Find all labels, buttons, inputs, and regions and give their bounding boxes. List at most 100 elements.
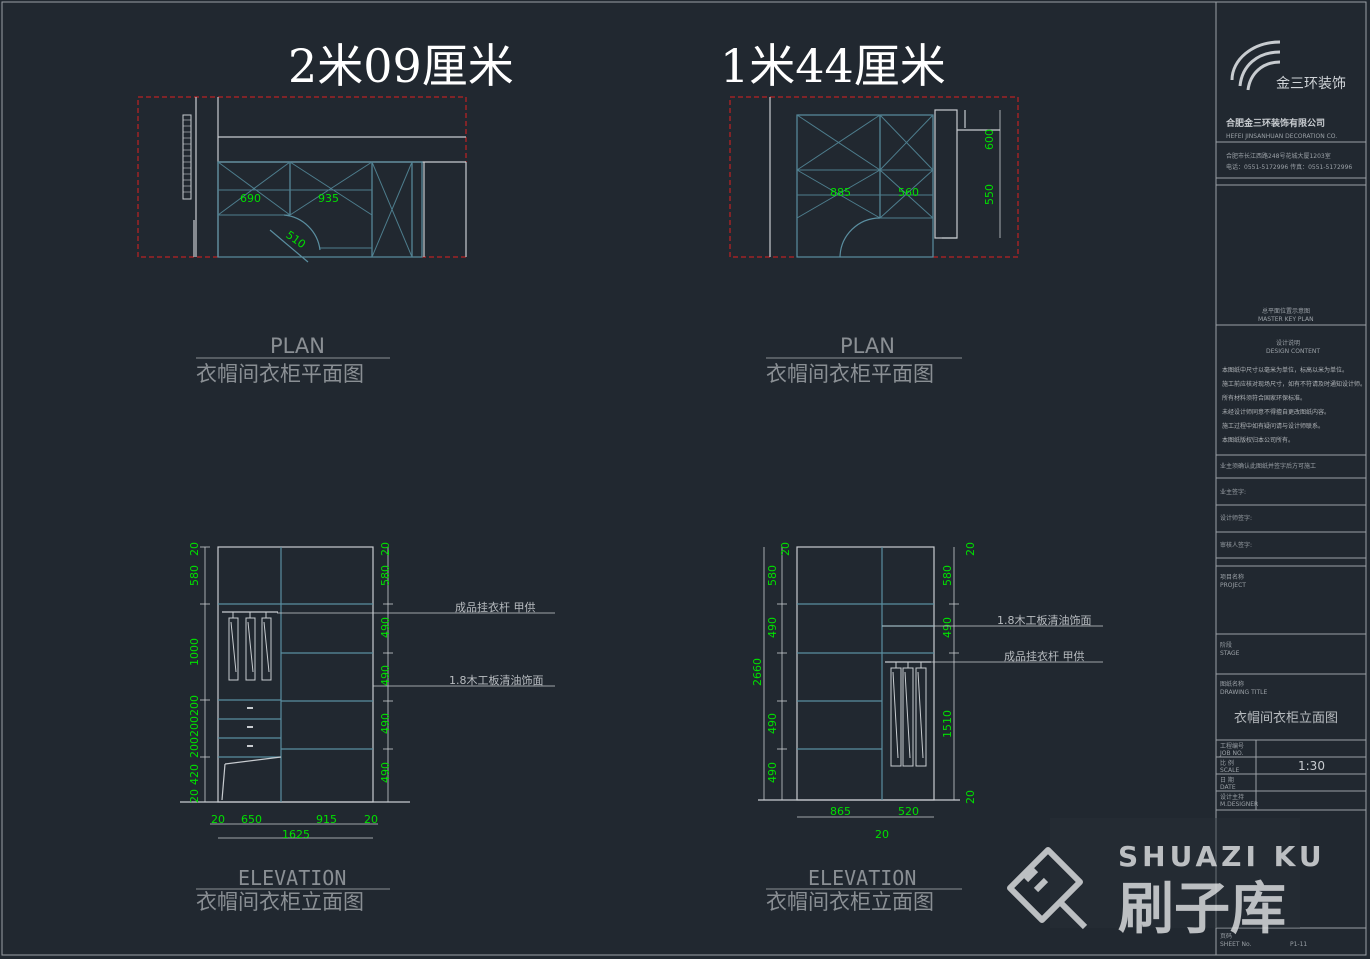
- design-note-2: 施工前应核对现场尺寸，如有不符请及时通知设计师。: [1222, 380, 1366, 388]
- elev-left-dim-r4: 490: [379, 665, 392, 686]
- elev-right-dim-r1: 20: [964, 542, 977, 556]
- elev-left-dim-l4: 200200200: [188, 695, 201, 758]
- right-plan-door-swing: [839, 217, 881, 258]
- elev-left-dim-b2: 650: [241, 813, 262, 826]
- left-size-heading: 2米09厘米: [288, 39, 514, 93]
- elev-right-dim-r5: 20: [964, 790, 977, 804]
- elev-right-dim-b2: 520: [898, 805, 919, 818]
- right-plan-cut-boundary: [729, 96, 1019, 258]
- company-name-en: HEFEI JINSANHUAN DECORATION CO.: [1226, 133, 1337, 140]
- left-elevation-view: 20 580 1000 200200200 420 20 20 580 490 …: [180, 542, 555, 841]
- elev-left-note-board: 1.8木工板清油饰面: [449, 673, 544, 687]
- plan-right-dim-2: 560: [898, 186, 919, 199]
- drawing-title-label-cn: 图纸名称: [1220, 680, 1244, 688]
- owner-signature-label: 业主签字:: [1220, 488, 1246, 496]
- design-note-1: 本图纸中尺寸以毫米为单位，标高以米为单位。: [1222, 366, 1348, 374]
- elev-left-dim-b4: 20: [364, 813, 378, 826]
- watermark-cn: 刷子库: [1118, 877, 1286, 942]
- elev-right-dim-l4: 490: [766, 713, 779, 734]
- reviewer-signature-label: 审核人签字:: [1220, 541, 1252, 549]
- design-notes-title-en: DESIGN CONTENT: [1266, 348, 1320, 355]
- job-no-label-en: JOB NO.: [1219, 750, 1243, 757]
- elev-right-dim-r4: 1510: [941, 710, 954, 738]
- date-label-cn: 日 期: [1220, 776, 1234, 784]
- right-elevation-caption-en: ELEVATION: [808, 866, 916, 890]
- designer-signature-label: 设计师签字:: [1220, 514, 1252, 522]
- elev-left-dim-l2: 580: [188, 565, 201, 586]
- elev-right-dim-l1: 20: [779, 542, 792, 556]
- watermark-latin: SHUAZI KU: [1118, 840, 1326, 873]
- sheet-label-cn: 页码: [1220, 932, 1232, 940]
- elev-right-dim-l5: 490: [766, 762, 779, 783]
- elev-left-note-rod: 成品挂衣杆 甲供: [455, 600, 536, 614]
- left-plan-caption-en: PLAN: [270, 334, 325, 358]
- left-plan-view: 690 935 510: [137, 96, 467, 263]
- right-size-heading: 1米44厘米: [720, 39, 946, 93]
- plan-right-dim-1: 885: [830, 186, 851, 199]
- plan-right-dim-4: 550: [983, 184, 996, 205]
- left-plan-cabinet: [217, 161, 423, 258]
- elev-left-dim-l5: 420: [188, 764, 201, 785]
- right-elevation-view: 20 580 490 490 490 2660 20 580 490 1510 …: [751, 542, 1103, 841]
- company-phone: 电话：0551-5172996 传真：0551-5172996: [1226, 163, 1352, 171]
- scale-value: 1:30: [1298, 759, 1325, 773]
- elev-left-dim-b3: 915: [316, 813, 337, 826]
- elev-right-dim-l2: 580: [766, 565, 779, 586]
- elev-left-dim-r5: 490: [379, 713, 392, 734]
- elev-right-note-rod: 成品挂衣杆 甲供: [1004, 649, 1085, 663]
- sheet-number: P1-11: [1290, 941, 1307, 948]
- plan-right-dim-3: 600: [983, 129, 996, 150]
- plan-left-dim-2: 935: [318, 192, 339, 205]
- left-plan-cut-boundary: [137, 96, 467, 258]
- elev-left-dim-l6: 20: [188, 789, 201, 803]
- design-note-3: 所有材料须符合国家环保标准。: [1222, 394, 1306, 402]
- project-label-cn: 项目名称: [1220, 573, 1244, 581]
- elev-left-dim-r3: 490: [379, 617, 392, 638]
- right-plan-view: 885 560 600 550: [729, 96, 1019, 258]
- left-hanging-clothes: [228, 612, 272, 681]
- left-elevation-cabinet: [217, 546, 374, 803]
- scale-label-en: SCALE: [1220, 767, 1239, 774]
- right-hanging-clothes: [890, 662, 927, 767]
- designer-label-en: M.DESIGNER: [1220, 801, 1258, 808]
- job-no-label-cn: 工程编号: [1220, 742, 1244, 750]
- elev-left-dim-l3: 1000: [188, 638, 201, 666]
- elev-left-dim-r2: 580: [379, 565, 392, 586]
- project-label-en: PROJECT: [1220, 582, 1246, 589]
- brush-watermark-icon: [1007, 847, 1088, 930]
- watermark: SHUAZI KU 刷子库: [1007, 818, 1326, 942]
- elev-right-dim-b3: 20: [875, 828, 889, 841]
- design-note-4: 未经设计师同意不得擅自更改图纸内容。: [1222, 408, 1330, 416]
- design-note-6: 本图纸版权归本公司所有。: [1222, 436, 1294, 444]
- brand-name: 金三环装饰: [1276, 76, 1346, 92]
- right-plan-cabinet: [796, 114, 934, 258]
- company-name-cn: 合肥金三环装饰有限公司: [1226, 117, 1325, 129]
- company-logo-icon: [1230, 40, 1281, 91]
- scale-label-cn: 比 例: [1220, 759, 1234, 767]
- design-notes-title-cn: 设计说明: [1276, 339, 1300, 347]
- elev-left-total-width: 1625: [282, 828, 310, 841]
- design-note-5: 施工过程中如有疑问请与设计师联系。: [1222, 422, 1324, 430]
- stage-label-en: STAGE: [1220, 650, 1240, 657]
- elev-right-dim-b1: 865: [830, 805, 851, 818]
- elev-right-dim-l3: 490: [766, 617, 779, 638]
- drawing-title-label-en: DRAWING TITLE: [1220, 689, 1268, 696]
- left-elevation-caption-en: ELEVATION: [238, 866, 346, 890]
- elev-left-dim-b1: 20: [211, 813, 225, 826]
- elev-left-dim-r6: 490: [379, 762, 392, 783]
- elev-right-dim-r3: 490: [941, 617, 954, 638]
- plan-left-dim-3: 510: [283, 228, 308, 251]
- left-elevation-caption-cn: 衣帽间衣柜立面图: [196, 890, 364, 914]
- right-elevation-caption-cn: 衣帽间衣柜立面图: [766, 890, 934, 914]
- left-plan-door-swing: [283, 214, 321, 251]
- elev-right-overall-height: 2660: [751, 658, 764, 686]
- right-plan-caption-en: PLAN: [840, 334, 895, 358]
- elev-left-dim-l1: 20: [188, 542, 201, 556]
- title-block: 金三环装饰 合肥金三环装饰有限公司 HEFEI JINSANHUAN DECOR…: [1216, 40, 1366, 948]
- left-plan-caption-cn: 衣帽间衣柜平面图: [196, 362, 364, 386]
- company-address: 合肥市长江西路248号花城大厦1203室: [1226, 152, 1331, 160]
- elev-right-note-board: 1.8木工板清油饰面: [997, 613, 1092, 627]
- key-plan-label-en: MASTER KEY PLAN: [1258, 316, 1314, 323]
- designer-label-cn: 设计主持: [1220, 793, 1244, 801]
